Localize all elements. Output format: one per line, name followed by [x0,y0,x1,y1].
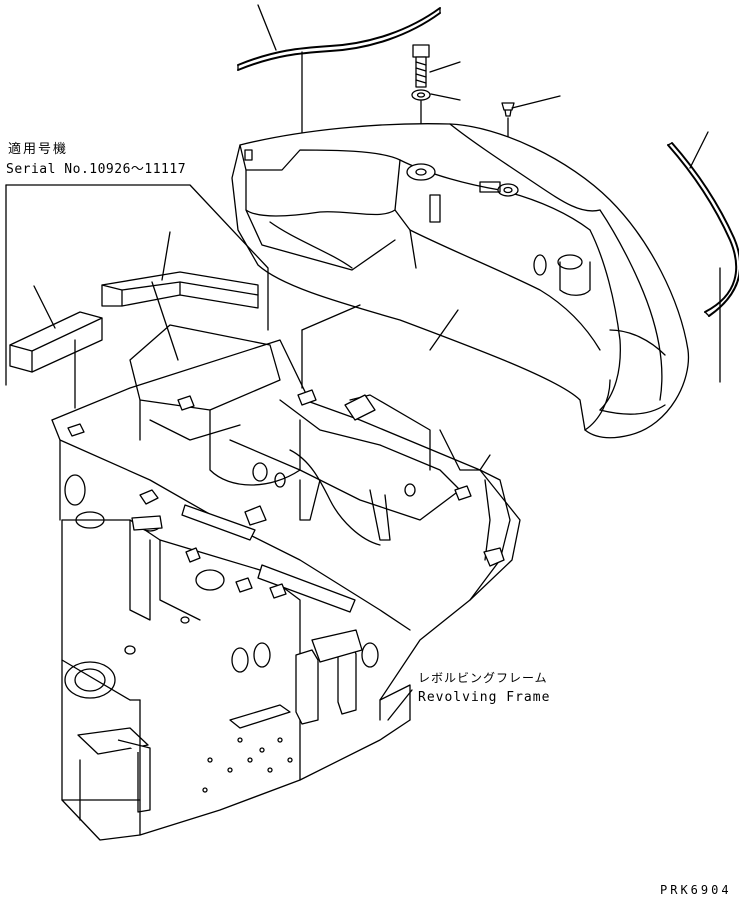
frame-label-en: Revolving Frame [418,690,551,705]
leader-line-counterweight [429,309,459,351]
top-seal-strip [237,7,441,71]
leader-line-frame-label [387,689,413,721]
leader-line-angled-bracket-drop [151,281,179,361]
washer-part [411,89,431,101]
frame-label-jp: レボルビングフレーム [418,671,548,685]
leader-line-bolt [429,61,461,73]
revolving-frame [51,324,521,841]
rubber-block-part [9,311,103,373]
leader-line-block [33,285,56,329]
bolt-part [412,44,430,88]
leader-line-counterweight-link [301,304,361,331]
right-seal-strip [667,142,739,317]
leader-line-plug [511,95,561,109]
plug-part [501,102,515,117]
leader-line-angled-bracket [161,231,171,281]
leader-line-top-seal [257,4,277,51]
applicability-title: 適用号機 [8,142,69,157]
serial-range: Serial No.10926～11117 [6,162,187,177]
leader-line-washer [430,93,461,101]
leader-line-right-seal [689,131,709,169]
serial-bracket [5,184,269,386]
drawing-code: PRK6904 [660,883,732,897]
counterweight [231,123,690,439]
angled-bracket-part [101,271,259,309]
